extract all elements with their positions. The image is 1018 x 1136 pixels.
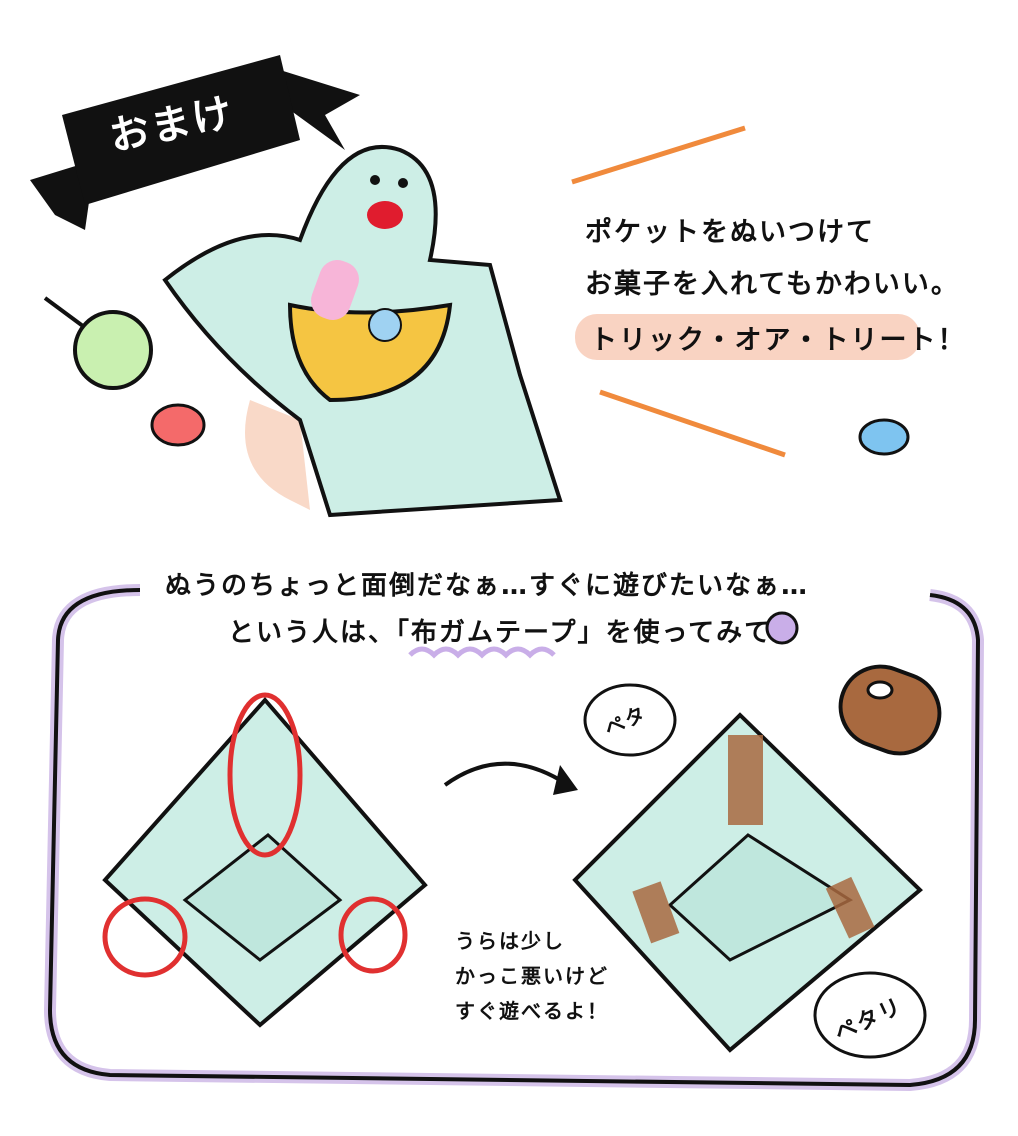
- note-line: うらは少し: [455, 929, 565, 953]
- smile-icon: [765, 611, 799, 645]
- motion-line: [571, 125, 746, 185]
- banner-ribbon: [30, 55, 360, 230]
- tape-strip: [728, 735, 763, 825]
- folded-cloth-after: [572, 712, 923, 1053]
- speech-bubble: [813, 971, 927, 1059]
- caption-line: ポケットをぬいつけて: [585, 217, 875, 248]
- tape-strip: [825, 876, 875, 939]
- pocket: [287, 302, 453, 403]
- speech-bubble: [583, 683, 677, 757]
- highlight-marker: [575, 314, 920, 360]
- ghost-puppet: [162, 144, 563, 518]
- motion-line: [599, 389, 786, 458]
- middle-caption-line: という人は、「布ガムテープ」を使ってみて: [228, 618, 773, 648]
- lollipop: [43, 296, 153, 390]
- highlight-circle: [227, 692, 303, 858]
- tape-roll-icon: [838, 664, 942, 756]
- folded-cloth-before: [102, 692, 428, 1028]
- caption-highlight: トリック・オア・トリート！: [590, 325, 967, 356]
- arrow-icon: [443, 761, 562, 787]
- highlight-circle: [102, 896, 188, 978]
- note-line: すぐ遊べるよ！: [455, 999, 609, 1023]
- underline-wave: [408, 646, 556, 659]
- candy-blue: [858, 418, 910, 456]
- highlight-circle: [338, 896, 408, 974]
- candy-red: [150, 403, 206, 447]
- tape-strip: [632, 881, 680, 944]
- caption-line: お菓子を入れてもかわいい。: [585, 269, 960, 300]
- middle-caption-line: ぬうのちょっと面倒だなぁ…すぐに遊びたいなぁ…: [165, 571, 810, 601]
- note-line: かっこ悪いけど: [455, 964, 609, 988]
